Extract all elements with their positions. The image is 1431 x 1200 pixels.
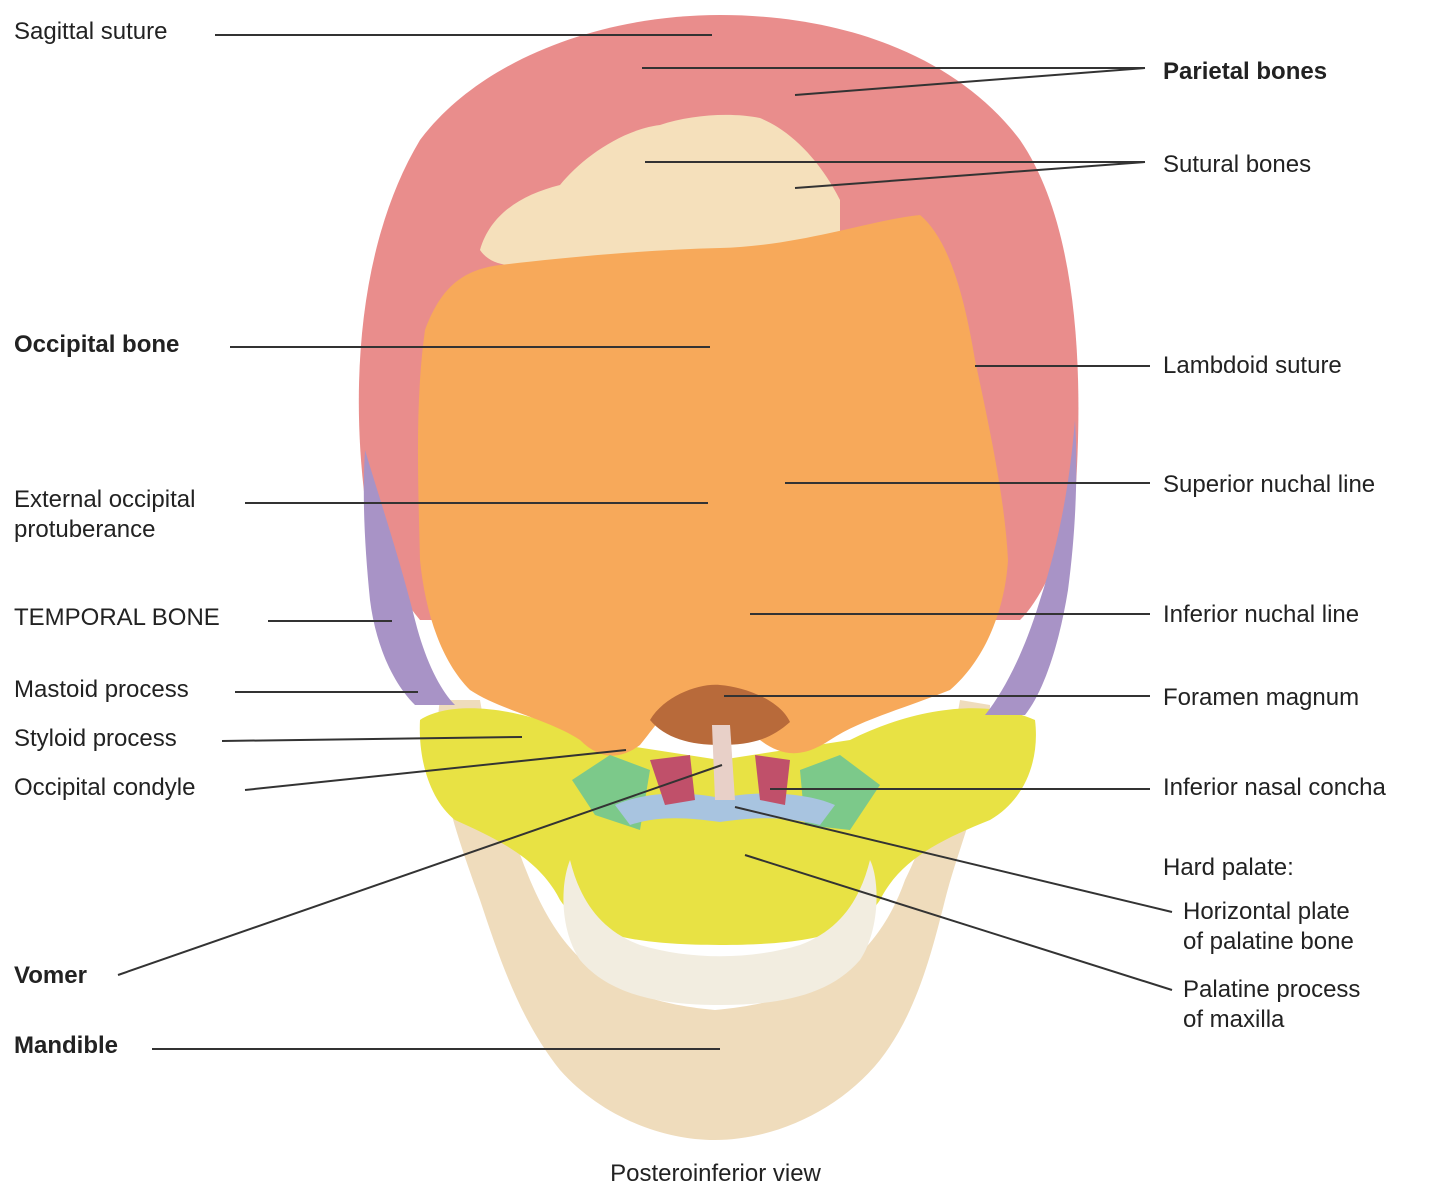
label-inferior-nasal-concha: Inferior nasal concha — [1163, 774, 1386, 801]
sutural-shape — [480, 114, 840, 267]
concha-right-shape — [755, 755, 790, 805]
label-styloid-process: Styloid process — [14, 725, 177, 752]
label-horizontal-plate-2: of palatine bone — [1183, 928, 1354, 955]
label-lambdoid-suture: Lambdoid suture — [1163, 352, 1342, 379]
label-vomer: Vomer — [14, 962, 87, 989]
temporal-right-shape — [985, 420, 1077, 715]
label-inferior-nuchal-line: Inferior nuchal line — [1163, 601, 1360, 628]
label-external-occipital-1: External occipital — [14, 486, 196, 513]
label-foramen-magnum: Foramen magnum — [1163, 684, 1360, 711]
teeth-shape — [563, 860, 877, 1005]
label-palatine-process-1: Palatine process — [1183, 976, 1361, 1003]
label-temporal-bone: TEMPORAL BONE — [14, 604, 220, 631]
label-hard-palate: Hard palate: — [1163, 854, 1294, 881]
label-palatine-process-2: of maxilla — [1183, 1006, 1285, 1033]
label-occipital-bone: Occipital bone — [14, 331, 180, 358]
mandible-shape — [437, 700, 990, 1140]
label-sagittal-suture: Sagittal suture — [14, 18, 168, 45]
label-mandible: Mandible — [14, 1032, 119, 1059]
label-parietal-bones: Parietal bones — [1163, 58, 1328, 85]
concha-left-shape — [650, 755, 695, 805]
occipital-shape — [417, 215, 1008, 756]
label-superior-nuchal-line: Superior nuchal line — [1163, 471, 1376, 498]
foramen-magnum-shape — [650, 684, 790, 745]
label-mastoid-process: Mastoid process — [14, 676, 189, 703]
vomer-shape — [712, 725, 735, 800]
label-horizontal-plate-1: Horizontal plate — [1183, 898, 1350, 925]
label-sutural-bones: Sutural bones — [1163, 151, 1312, 178]
temporal-left-shape — [363, 450, 455, 705]
label-external-occipital-2: protuberance — [14, 516, 156, 543]
caption: Posteroinferior view — [610, 1160, 821, 1187]
leader-lines — [117, 34, 1173, 1050]
label-occipital-condyle: Occipital condyle — [14, 774, 196, 801]
